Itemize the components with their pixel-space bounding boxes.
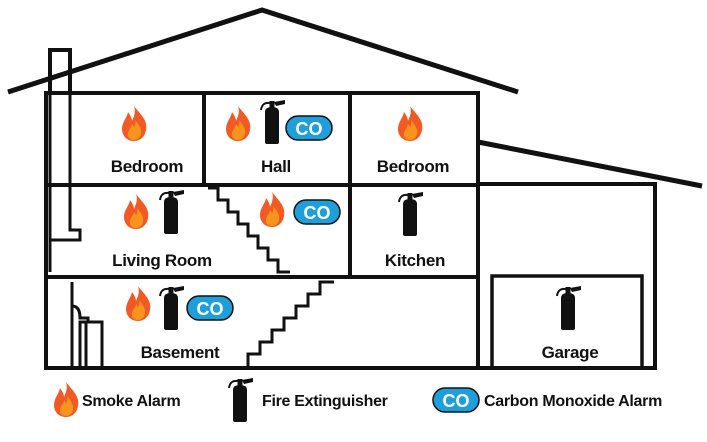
room-label-basement: Basement xyxy=(141,343,220,362)
legend-label-fire-extinguisher: Fire Extinguisher xyxy=(262,393,388,410)
house-outline xyxy=(7,7,703,370)
stairs-upper xyxy=(208,186,290,274)
main-roof xyxy=(7,7,519,95)
legend-item-smoke-alarm: Smoke Alarm xyxy=(54,382,181,417)
garage-roof xyxy=(477,139,703,189)
legend-label-co-alarm: Carbon Monoxide Alarm xyxy=(484,393,662,410)
legend-item-co-alarm: CO Carbon Monoxide Alarm xyxy=(432,387,662,413)
flame-icon xyxy=(398,106,423,141)
flame-icon xyxy=(54,382,79,417)
flame-icon xyxy=(124,194,149,229)
flame-icon xyxy=(260,192,285,227)
stairs-lower xyxy=(246,280,334,366)
legend: Smoke Alarm Fire Extinguisher CO Carbon … xyxy=(54,377,662,423)
fire-extinguisher-icon xyxy=(159,189,185,235)
room-label-kitchen: Kitchen xyxy=(385,251,445,270)
room-label-living-room: Living Room xyxy=(112,251,212,270)
water-heater xyxy=(70,282,104,368)
co-badge-icon: CO xyxy=(432,387,480,413)
flame-icon xyxy=(122,106,147,141)
legend-item-fire-extinguisher: Fire Extinguisher xyxy=(228,377,388,423)
chimney xyxy=(48,48,72,92)
co-badge-icon: CO xyxy=(293,199,341,225)
fire-extinguisher-icon xyxy=(260,99,286,145)
room-label-hall: Hall xyxy=(261,157,291,176)
svg-text:CO: CO xyxy=(304,203,331,223)
main-house-wall xyxy=(44,91,480,370)
legend-label-smoke-alarm: Smoke Alarm xyxy=(82,393,180,410)
svg-text:CO: CO xyxy=(197,299,224,319)
fire-extinguisher-icon xyxy=(159,285,185,331)
svg-text:CO: CO xyxy=(443,391,470,411)
co-badge-icon: CO xyxy=(186,295,234,321)
svg-text:CO: CO xyxy=(296,119,323,139)
flame-icon xyxy=(226,106,251,141)
room-label-bedroom-left: Bedroom xyxy=(111,157,184,176)
room-label-bedroom-right: Bedroom xyxy=(377,157,450,176)
room-label-garage: Garage xyxy=(542,343,599,362)
garage-door xyxy=(490,274,644,370)
fire-extinguisher-icon xyxy=(228,377,254,423)
fire-extinguisher-icon xyxy=(398,191,424,237)
co-badge-icon: CO xyxy=(285,115,333,141)
flame-icon xyxy=(126,286,151,321)
fire-extinguisher-icon xyxy=(556,285,582,331)
